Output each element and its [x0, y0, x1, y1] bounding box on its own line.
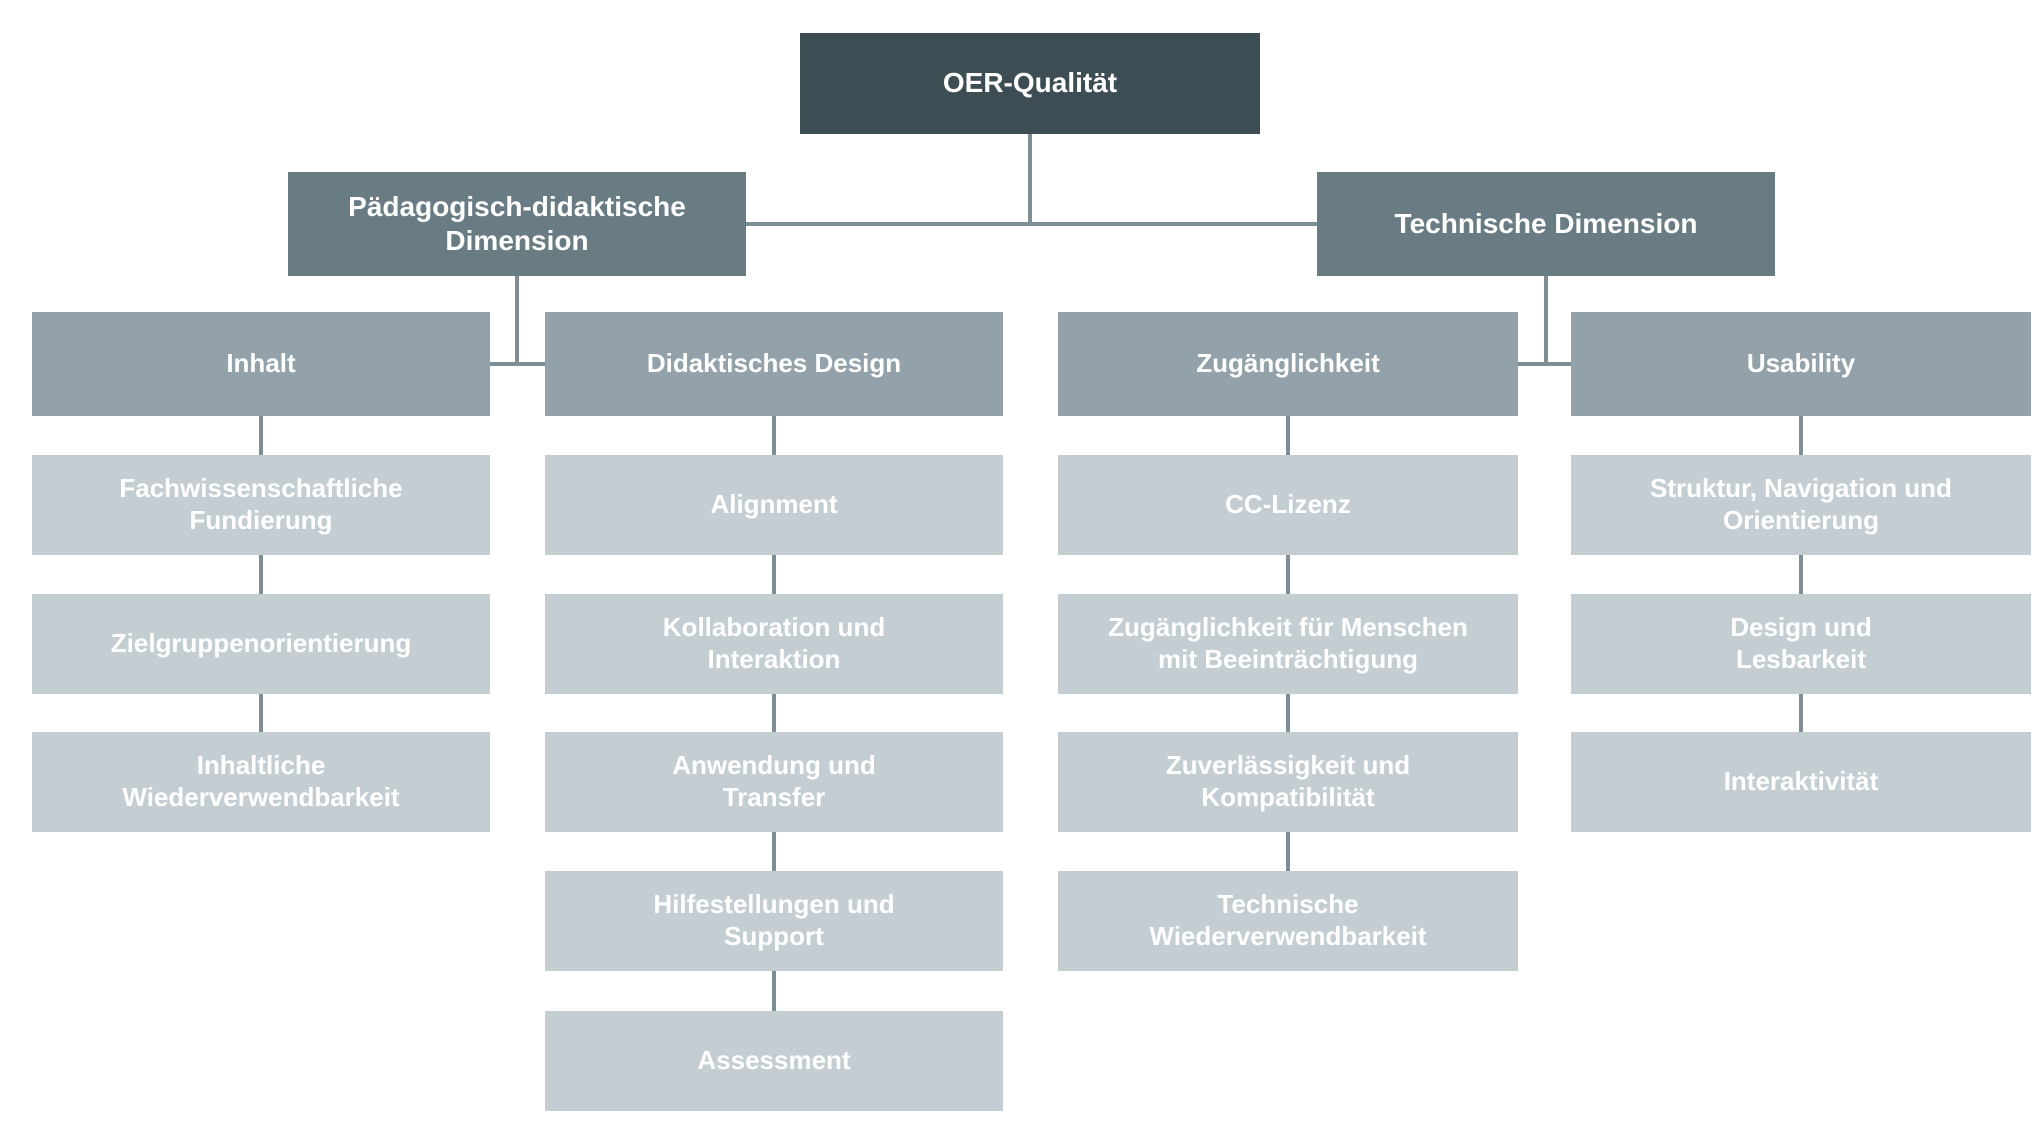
node-inhaltliche-wiederverwendbarkeit: Inhaltliche Wiederverwendbarkeit	[32, 732, 490, 832]
node-oer-qualitaet: OER-Qualität	[800, 33, 1260, 134]
node-zuverlaessigkeit-und-kompatibilitaet: Zuverlässigkeit und Kompatibilität	[1058, 732, 1518, 832]
connector-line	[772, 694, 776, 732]
connector-line	[1799, 555, 1803, 594]
node-zielgruppenorientierung: Zielgruppenorientierung	[32, 594, 490, 694]
connector-line	[1286, 416, 1290, 455]
node-paedagogisch-didaktische-dimension: Pädagogisch-didaktische Dimension	[288, 172, 746, 276]
connector-line	[1028, 134, 1032, 226]
node-zugaenglichkeit-fuer-menschen: Zugänglichkeit für Menschen mit Beeinträ…	[1058, 594, 1518, 694]
connector-line	[772, 971, 776, 1011]
connector-line	[515, 276, 519, 366]
node-assessment: Assessment	[545, 1011, 1003, 1111]
connector-line	[490, 362, 545, 366]
node-technische-dimension: Technische Dimension	[1317, 172, 1775, 276]
node-kollaboration-und-interaktion: Kollaboration und Interaktion	[545, 594, 1003, 694]
connector-line	[1518, 362, 1571, 366]
connector-line	[1286, 832, 1290, 871]
connector-line	[772, 832, 776, 871]
node-hilfestellungen-und-support: Hilfestellungen und Support	[545, 871, 1003, 971]
node-zugaenglichkeit: Zugänglichkeit	[1058, 312, 1518, 416]
node-didaktisches-design: Didaktisches Design	[545, 312, 1003, 416]
connector-line	[746, 222, 1317, 226]
node-usability: Usability	[1571, 312, 2031, 416]
connector-line	[259, 416, 263, 455]
node-interaktivitaet: Interaktivität	[1571, 732, 2031, 832]
node-design-und-lesbarkeit: Design und Lesbarkeit	[1571, 594, 2031, 694]
connector-line	[1286, 555, 1290, 594]
node-alignment: Alignment	[545, 455, 1003, 555]
connector-line	[772, 555, 776, 594]
connector-line	[772, 416, 776, 455]
node-cc-lizenz: CC-Lizenz	[1058, 455, 1518, 555]
connector-line	[1799, 694, 1803, 732]
connector-line	[1544, 276, 1548, 366]
node-fachwissenschaftliche-fundierung: Fachwissenschaftliche Fundierung	[32, 455, 490, 555]
node-technische-wiederverwendbarkeit: Technische Wiederverwendbarkeit	[1058, 871, 1518, 971]
node-anwendung-und-transfer: Anwendung und Transfer	[545, 732, 1003, 832]
node-struktur-navigation-orientierung: Struktur, Navigation und Orientierung	[1571, 455, 2031, 555]
node-inhalt: Inhalt	[32, 312, 490, 416]
connector-line	[259, 555, 263, 594]
connector-line	[1799, 416, 1803, 455]
connector-line	[259, 694, 263, 732]
connector-line	[1286, 694, 1290, 732]
